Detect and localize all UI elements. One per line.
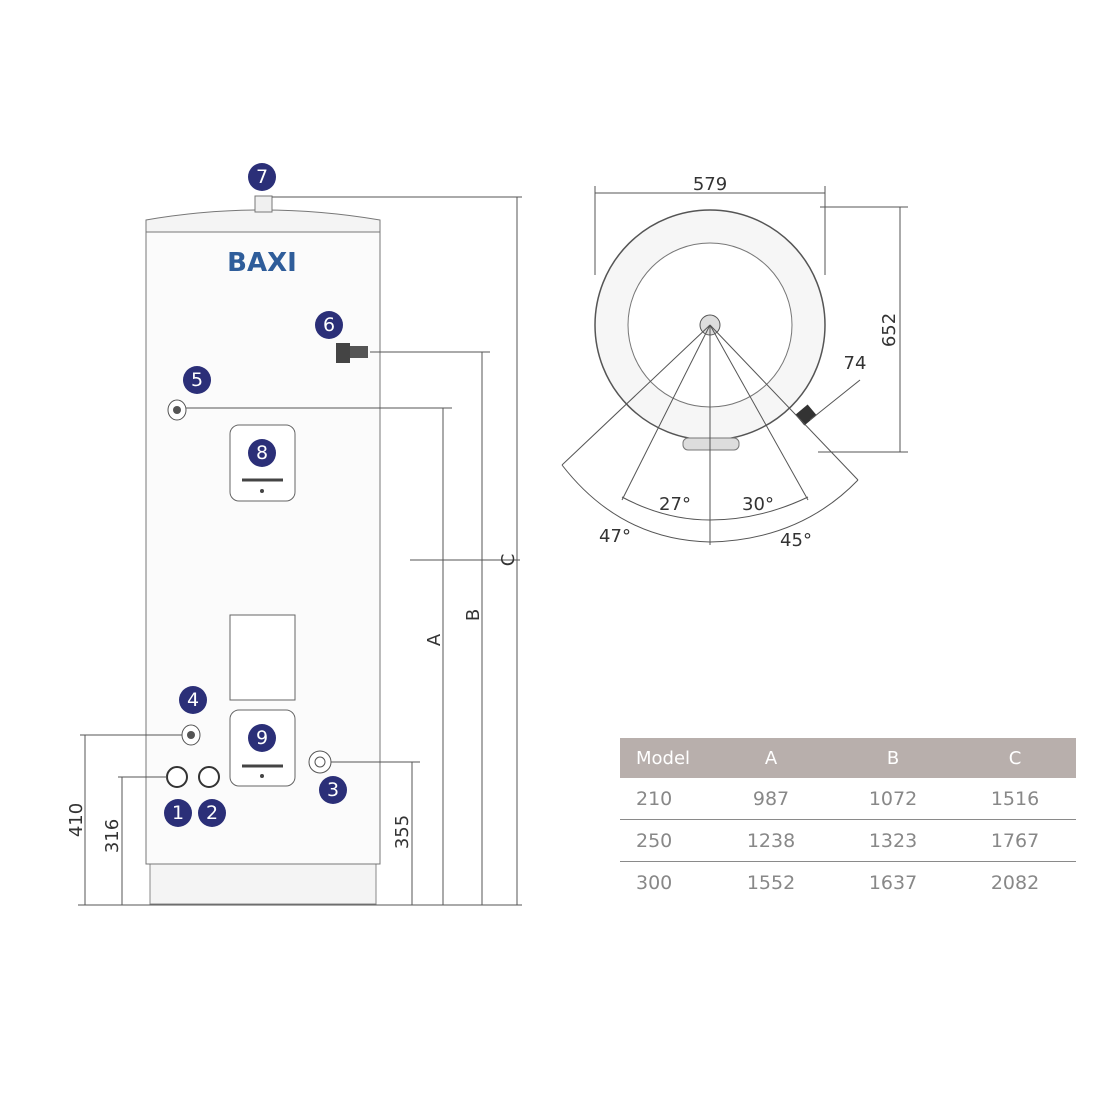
badge-1: 1	[164, 799, 192, 827]
cylinder-top-view: 579 652 74 27° 30° 47° 45°	[561, 174, 908, 551]
badge-7: 7	[248, 163, 276, 191]
brand-logo: BAXI	[227, 248, 297, 278]
dim-652: 652	[879, 313, 900, 347]
svg-text:A: A	[424, 633, 445, 646]
badge-5: 5	[183, 366, 211, 394]
svg-text:8: 8	[256, 442, 268, 464]
dimensions-table: Model A B C 210 987 1072 1516 250 1238 1…	[620, 738, 1076, 903]
table-row: 250 1238 1323 1767	[620, 820, 1076, 862]
badge-6: 6	[315, 311, 343, 339]
table-row: 300 1552 1637 2082	[636, 871, 1040, 894]
port-3	[308, 750, 332, 774]
side-dimension-labels: 410 316 355 A B C	[66, 554, 519, 853]
valve-6	[336, 343, 368, 363]
svg-text:410: 410	[66, 803, 87, 837]
badge-4: 4	[179, 686, 207, 714]
angle-45: 45°	[780, 530, 812, 551]
svg-text:6: 6	[323, 314, 335, 336]
cylinder-side-view: BAXI	[145, 195, 381, 905]
dim-74: 74	[844, 353, 867, 374]
angle-27: 27°	[659, 494, 691, 515]
svg-text:C: C	[498, 554, 519, 567]
svg-text:2: 2	[206, 802, 218, 824]
svg-text:9: 9	[256, 727, 268, 749]
svg-text:3: 3	[327, 779, 339, 801]
svg-text:B: B	[463, 609, 484, 621]
dim-579: 579	[693, 174, 727, 195]
badge-3: 3	[319, 776, 347, 804]
svg-text:7: 7	[256, 166, 268, 188]
badge-8: 8	[248, 439, 276, 467]
dimension-lines	[78, 196, 522, 906]
svg-text:5: 5	[191, 369, 203, 391]
port-2	[198, 766, 220, 788]
svg-text:316: 316	[102, 819, 123, 853]
svg-text:355: 355	[392, 815, 413, 849]
badge-2: 2	[198, 799, 226, 827]
table-row: 210 987 1072 1516	[620, 778, 1076, 820]
angle-47: 47°	[599, 526, 631, 547]
angle-30: 30°	[742, 494, 774, 515]
svg-text:4: 4	[187, 689, 199, 711]
svg-text:1: 1	[172, 802, 184, 824]
label-plate	[229, 614, 296, 701]
table-header: Model A B C	[620, 738, 1076, 778]
port-1	[166, 766, 188, 788]
badge-9: 9	[248, 724, 276, 752]
